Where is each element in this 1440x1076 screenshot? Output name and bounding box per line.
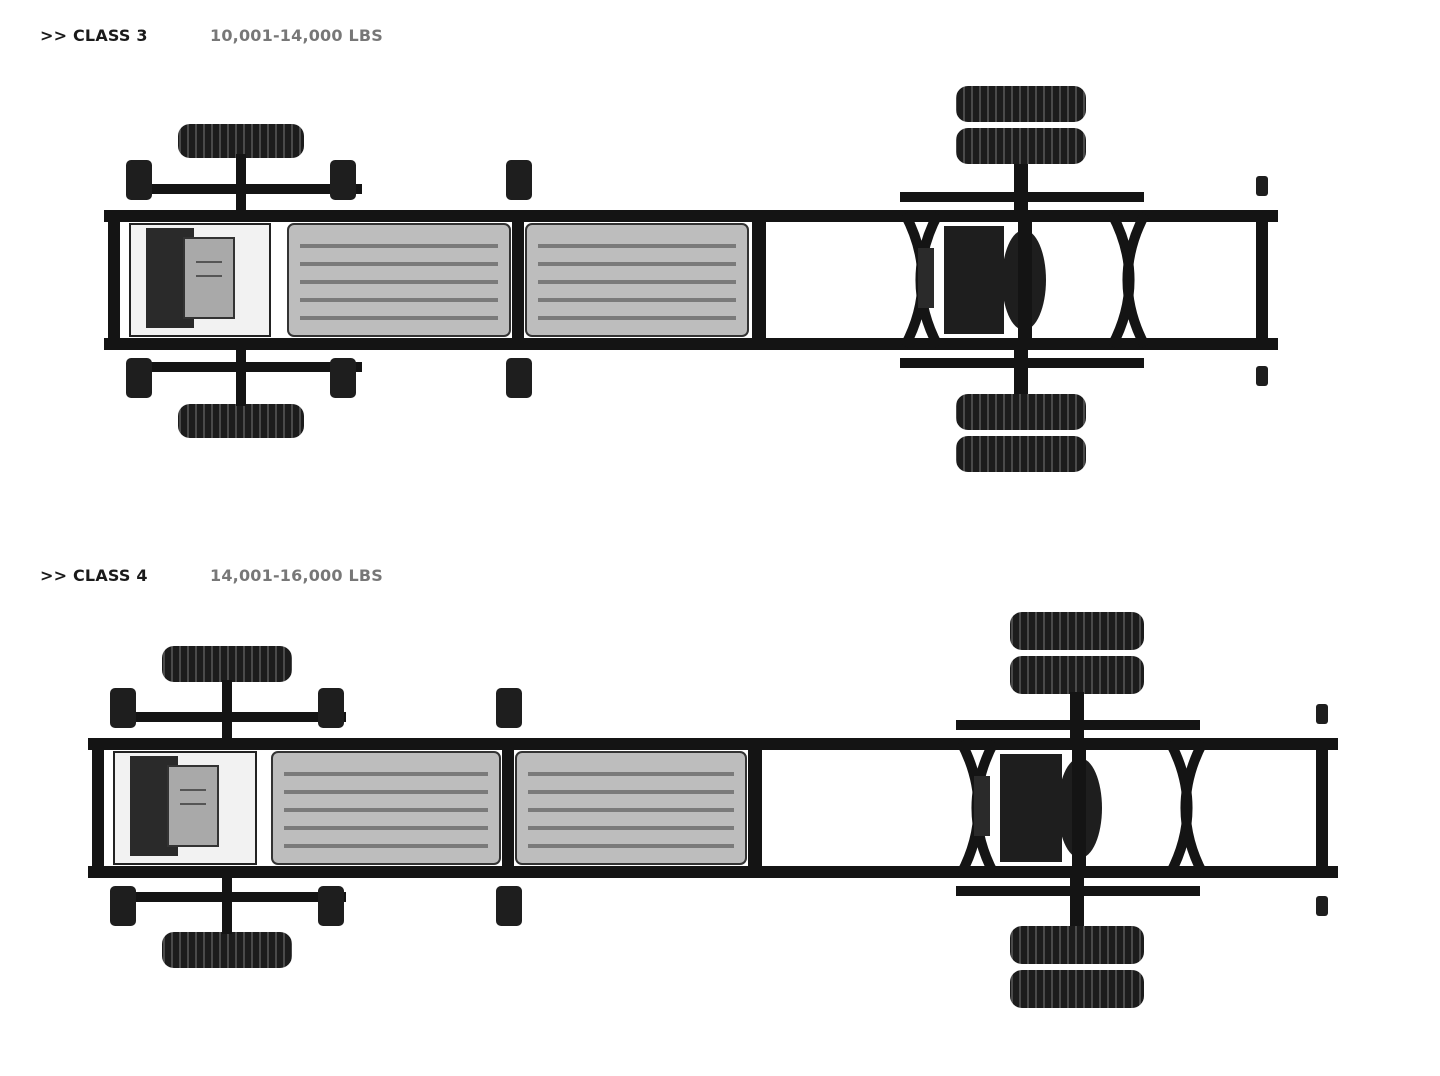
frame-rails [88, 738, 1338, 878]
class-4-chassis-diagram [88, 612, 1338, 1008]
rear-drive-unit [974, 738, 1102, 878]
class-3-heading: >> CLASS 3 10,001-14,000 LBS [40, 25, 383, 45]
front-drive-unit [113, 751, 257, 865]
front-suspension [126, 160, 532, 398]
class-3-chassis-diagram [104, 86, 1278, 472]
front-suspension [110, 688, 522, 926]
rear-wheels-bottom [1010, 878, 1144, 1008]
front-wheel-top [178, 124, 304, 214]
front-wheel-bottom [178, 346, 304, 438]
weight-range: 14,001-16,000 LBS [210, 565, 384, 585]
rear-drive-unit [918, 210, 1046, 350]
front-wheel-bottom [162, 874, 292, 968]
battery-pack-1 [271, 751, 501, 865]
battery-pack-2 [515, 751, 747, 865]
class-label: >> CLASS 3 [40, 25, 148, 45]
battery-pack-2 [525, 223, 749, 337]
front-wheel-top [162, 646, 292, 740]
rear-lights [1316, 704, 1328, 916]
front-drive-unit [129, 223, 271, 337]
rear-lights [1256, 176, 1268, 386]
rear-wheels-bottom [956, 348, 1086, 472]
class-3-section: >> CLASS 3 10,001-14,000 LBS [0, 0, 1440, 520]
class-4-section: >> CLASS 4 14,001-16,000 LBS [0, 540, 1440, 1076]
class-4-heading: >> CLASS 4 14,001-16,000 LBS [40, 565, 383, 585]
class-label: >> CLASS 4 [40, 565, 148, 585]
weight-range: 10,001-14,000 LBS [210, 25, 384, 45]
frame-rails [104, 210, 1278, 350]
battery-pack-1 [287, 223, 511, 337]
rear-wheels-top [956, 86, 1086, 210]
